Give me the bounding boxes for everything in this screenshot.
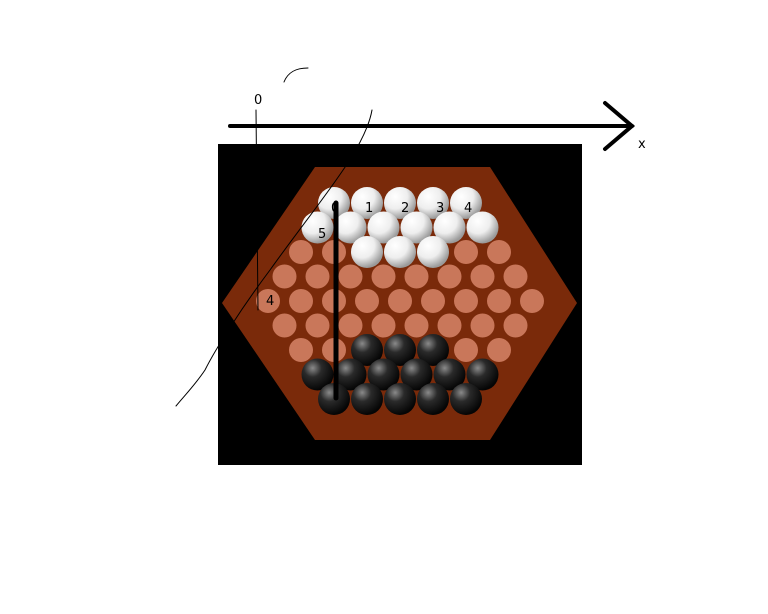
white-marble[interactable] [367, 211, 400, 244]
cell-mark-2: 2 [401, 201, 409, 216]
cell-mark-3: 3 [436, 201, 444, 216]
black-marble[interactable] [466, 358, 499, 391]
empty-cell[interactable] [355, 289, 379, 313]
black-marble[interactable] [334, 358, 367, 391]
empty-cell[interactable] [272, 313, 297, 338]
empty-cell[interactable] [437, 264, 462, 289]
white-marble[interactable] [301, 211, 334, 244]
origin-tick [255, 109, 259, 311]
empty-cell[interactable] [338, 313, 363, 338]
empty-cell[interactable] [470, 264, 495, 289]
empty-cell[interactable] [289, 240, 313, 264]
empty-cell[interactable] [289, 289, 313, 313]
white-marble[interactable] [433, 211, 466, 244]
white-marble[interactable] [334, 211, 367, 244]
black-marble[interactable] [301, 358, 334, 391]
empty-cell[interactable] [454, 289, 478, 313]
empty-cell[interactable] [289, 338, 313, 362]
white-marble[interactable] [466, 211, 499, 244]
white-marble[interactable] [351, 236, 383, 268]
black-marble[interactable] [384, 383, 416, 415]
white-marble[interactable] [384, 236, 416, 268]
empty-cell[interactable] [388, 289, 412, 313]
empty-cell[interactable] [437, 313, 462, 338]
origin-squiggle [283, 67, 309, 83]
empty-cell[interactable] [305, 264, 330, 289]
empty-cell[interactable] [454, 338, 478, 362]
annotation-drawing [175, 67, 636, 407]
black-marble[interactable] [351, 383, 383, 415]
empty-cell[interactable] [305, 313, 330, 338]
empty-cell[interactable] [503, 264, 528, 289]
black-marble[interactable] [367, 358, 400, 391]
empty-cell[interactable] [487, 240, 511, 264]
cell-mark-4: 4 [464, 201, 472, 216]
cell-mark-1: 1 [365, 201, 373, 216]
black-marble[interactable] [400, 358, 433, 391]
empty-cell[interactable] [487, 338, 511, 362]
white-marble[interactable] [400, 211, 433, 244]
white-marble[interactable] [417, 187, 449, 219]
empty-cell[interactable] [421, 289, 445, 313]
cell-mark-0: 0 [331, 201, 339, 216]
board-pieces [301, 187, 499, 415]
black-marble[interactable] [417, 383, 449, 415]
empty-cell[interactable] [371, 313, 396, 338]
side-mark: 4 [266, 294, 274, 309]
white-marble[interactable] [450, 187, 482, 219]
empty-cell[interactable] [454, 240, 478, 264]
empty-cell[interactable] [272, 264, 297, 289]
origin-label: 0 [254, 93, 262, 108]
white-marble[interactable] [384, 187, 416, 219]
x-axis-label: x [638, 137, 646, 152]
white-marble[interactable] [351, 187, 383, 219]
black-marble[interactable] [417, 334, 449, 366]
empty-cell[interactable] [487, 289, 511, 313]
empty-cell[interactable] [256, 289, 280, 313]
black-marble[interactable] [433, 358, 466, 391]
black-marble[interactable] [351, 334, 383, 366]
empty-cell[interactable] [371, 264, 396, 289]
cell-mark-5: 5 [318, 227, 326, 242]
white-marble[interactable] [417, 236, 449, 268]
board-cells [256, 240, 544, 362]
diagonal-line [175, 109, 373, 407]
black-marble[interactable] [384, 334, 416, 366]
x-axis-arrowhead [603, 101, 636, 151]
black-marble[interactable] [450, 383, 482, 415]
empty-cell[interactable] [404, 313, 429, 338]
empty-cell[interactable] [338, 264, 363, 289]
empty-cell[interactable] [520, 289, 544, 313]
empty-cell[interactable] [503, 313, 528, 338]
empty-cell[interactable] [404, 264, 429, 289]
empty-cell[interactable] [470, 313, 495, 338]
